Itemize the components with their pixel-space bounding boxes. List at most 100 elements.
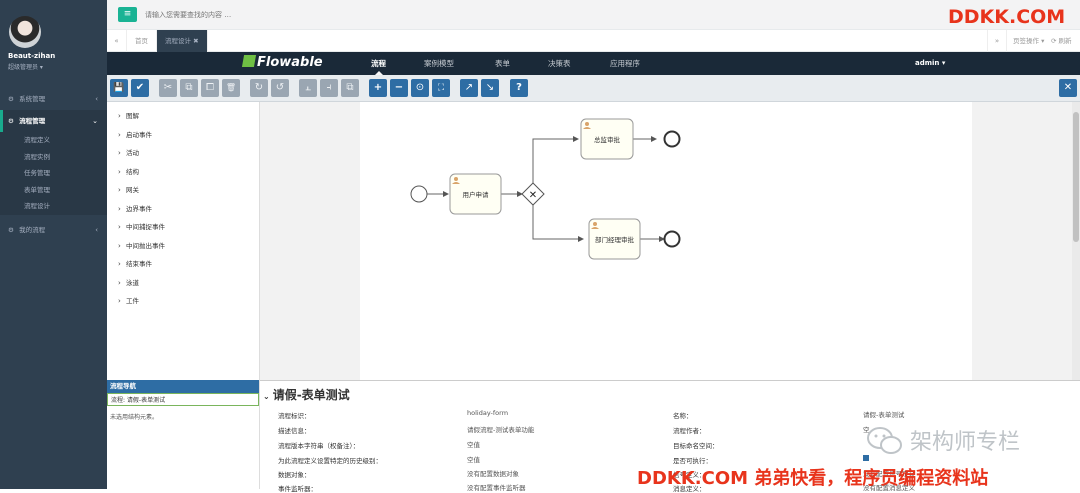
- zoom-in-button[interactable]: +: [369, 79, 387, 97]
- remove-bendpoint-button[interactable]: ↘: [481, 79, 499, 97]
- close-editor-button[interactable]: ✕: [1059, 79, 1077, 97]
- same-size-button[interactable]: ⧉: [341, 79, 359, 97]
- user-role-dropdown[interactable]: 超级管理员 ▾: [8, 64, 43, 71]
- sidebar-subitem-design[interactable]: 流程设计: [0, 198, 107, 215]
- task-director-approve[interactable]: 总监审批: [580, 118, 634, 160]
- palette-group-end-events[interactable]: ›结束事件: [118, 257, 152, 271]
- palette-group-label: 中间捕捉事件: [126, 223, 165, 231]
- sidebar-subitem-definition[interactable]: 流程定义: [0, 132, 107, 149]
- prop-value[interactable]: 空: [863, 426, 870, 434]
- task-manager-approve[interactable]: 部门经理审批: [588, 218, 641, 260]
- admin-menu[interactable]: admin ▾: [915, 59, 946, 67]
- outline-selected-process[interactable]: 流程: 请假-表单测试: [107, 393, 259, 406]
- scrollbar-thumb[interactable]: [1073, 112, 1079, 242]
- palette-group-boundary-events[interactable]: ›边界事件: [118, 202, 152, 216]
- task-label: 总监审批: [594, 135, 621, 144]
- zoom-fit-button[interactable]: ⛶: [432, 79, 450, 97]
- sequence-flow[interactable]: [532, 136, 579, 183]
- palette-group-artifacts[interactable]: ›工件: [118, 294, 139, 308]
- end-event[interactable]: [663, 230, 681, 248]
- search-input[interactable]: [145, 8, 345, 22]
- palette-group-structural[interactable]: ›结构: [118, 165, 139, 179]
- gateway-x-icon: ✕: [529, 190, 537, 201]
- zoom-out-button[interactable]: −: [390, 79, 408, 97]
- tab-operations-dropdown[interactable]: 页签操作 ▾: [1013, 37, 1045, 45]
- nav-decision-table[interactable]: 决策表: [548, 59, 571, 68]
- prop-value[interactable]: 空值: [467, 441, 480, 449]
- sidebar-item-system[interactable]: ⚙ 系统管理 ‹: [0, 88, 107, 110]
- prop-label: 描述信息：: [278, 427, 311, 435]
- end-event[interactable]: [663, 130, 681, 148]
- align-vertical-button[interactable]: ⫠: [299, 79, 317, 97]
- editor-toolbar: 💾 ✔ ✂ ⧉ ⧠ 🗑 ↻ ↺ ⫠ ⫞ ⧉ + − ⊙ ⛶ ↗ ↘ ? ✕: [107, 75, 1080, 102]
- nav-form[interactable]: 表单: [495, 59, 510, 68]
- palette-group-label: 网关: [126, 186, 139, 194]
- task-user-apply[interactable]: 用户申请: [449, 173, 502, 215]
- help-button[interactable]: ?: [510, 79, 528, 97]
- sidebar-subitem-form[interactable]: 表单管理: [0, 181, 107, 198]
- nav-apps[interactable]: 应用程序: [610, 59, 640, 68]
- add-bendpoint-button[interactable]: ↗: [460, 79, 478, 97]
- tab-process-design[interactable]: 流程设计 ✖: [157, 30, 208, 52]
- sidebar-item-my-process[interactable]: ⚙ 我的流程 ‹: [0, 219, 107, 241]
- refresh-button[interactable]: ⟳ 刷新: [1051, 37, 1072, 45]
- menu-toggle-button[interactable]: ≡: [118, 7, 137, 22]
- prop-value[interactable]: 请假-表单测试: [863, 411, 905, 419]
- palette-group-label: 图解: [126, 112, 139, 120]
- prop-value[interactable]: holiday-form: [467, 409, 509, 417]
- prop-value[interactable]: 没有配置消息定义: [863, 484, 915, 492]
- palette-group-activities[interactable]: ›活动: [118, 146, 139, 160]
- validate-button[interactable]: ✔: [131, 79, 149, 97]
- redo-button[interactable]: ↻: [250, 79, 268, 97]
- delete-button[interactable]: 🗑: [222, 79, 240, 97]
- prop-value[interactable]: 空值: [467, 456, 480, 464]
- nav-process[interactable]: 流程: [371, 52, 386, 75]
- flowable-logo[interactable]: Flowable: [241, 55, 323, 70]
- prop-value[interactable]: 没有配置信号定义: [863, 470, 915, 478]
- sidebar-subitem-task[interactable]: 任务管理: [0, 165, 107, 182]
- canvas-scrollbar[interactable]: [1072, 102, 1080, 380]
- watermark-bottom: DDKK.COM 弟弟快看，程序员编程资料站: [637, 468, 989, 489]
- properties-title[interactable]: ⌄请假-表单测试: [263, 386, 350, 403]
- cut-button[interactable]: ✂: [159, 79, 177, 97]
- sidebar-subitem-instance[interactable]: 流程实例: [0, 148, 107, 165]
- prop-label: 目标命名空间：: [673, 442, 719, 450]
- palette-group-swimlanes[interactable]: ›泳道: [118, 276, 139, 290]
- tabs-forward-button[interactable]: »: [987, 30, 1007, 52]
- executable-checkbox[interactable]: [863, 455, 869, 461]
- prop-value[interactable]: 请假流程-测试表单功能: [467, 426, 535, 434]
- undo-button[interactable]: ↺: [271, 79, 289, 97]
- palette-group-throw-events[interactable]: ›中间抛出事件: [118, 239, 165, 253]
- save-button[interactable]: 💾: [110, 79, 128, 97]
- chevron-right-icon: ›: [118, 167, 121, 176]
- user-avatar[interactable]: [9, 16, 41, 48]
- prop-label: 流程版本字符串（权备注）：: [278, 442, 360, 450]
- prop-label: 名称：: [673, 412, 693, 420]
- diagram-canvas[interactable]: 用户申请 ✕ 总监审批 部门经理审批: [360, 102, 972, 380]
- zoom-actual-button[interactable]: ⊙: [411, 79, 429, 97]
- palette-group-gateways[interactable]: ›网关: [118, 183, 139, 197]
- flowable-navbar: Flowable 流程 案例模型 表单 决策表 应用程序 admin ▾: [107, 52, 1080, 75]
- user-task-icon: [591, 227, 599, 229]
- nav-case-model[interactable]: 案例模型: [424, 59, 454, 68]
- palette-group-start-events[interactable]: ›启动事件: [118, 128, 152, 142]
- sidebar-item-process[interactable]: ⚙ 流程管理 ⌄: [0, 110, 107, 132]
- sequence-flow[interactable]: [532, 205, 584, 242]
- align-horizontal-button[interactable]: ⫞: [320, 79, 338, 97]
- palette-group-diagram[interactable]: › 图解: [118, 109, 139, 123]
- wechat-watermark-text: 架构师专栏: [910, 430, 1021, 455]
- palette-group-label: 工件: [126, 297, 139, 305]
- copy-button[interactable]: ⧉: [180, 79, 198, 97]
- chevron-right-icon: ›: [118, 130, 121, 139]
- prop-value[interactable]: 没有配置事件监听器: [467, 484, 526, 492]
- prop-value[interactable]: 没有配置数据对象: [467, 470, 519, 478]
- palette-group-catch-events[interactable]: ›中间捕捉事件: [118, 220, 165, 234]
- start-event[interactable]: [410, 185, 428, 203]
- chevron-right-icon: ›: [118, 260, 121, 268]
- chevron-right-icon: ›: [118, 112, 121, 120]
- outline-note: 未选用结构元素。: [110, 414, 159, 421]
- exclusive-gateway[interactable]: ✕: [521, 182, 545, 206]
- paste-button[interactable]: ⧠: [201, 79, 219, 97]
- tab-home[interactable]: 首页: [127, 30, 157, 52]
- tabs-back-button[interactable]: «: [107, 30, 127, 52]
